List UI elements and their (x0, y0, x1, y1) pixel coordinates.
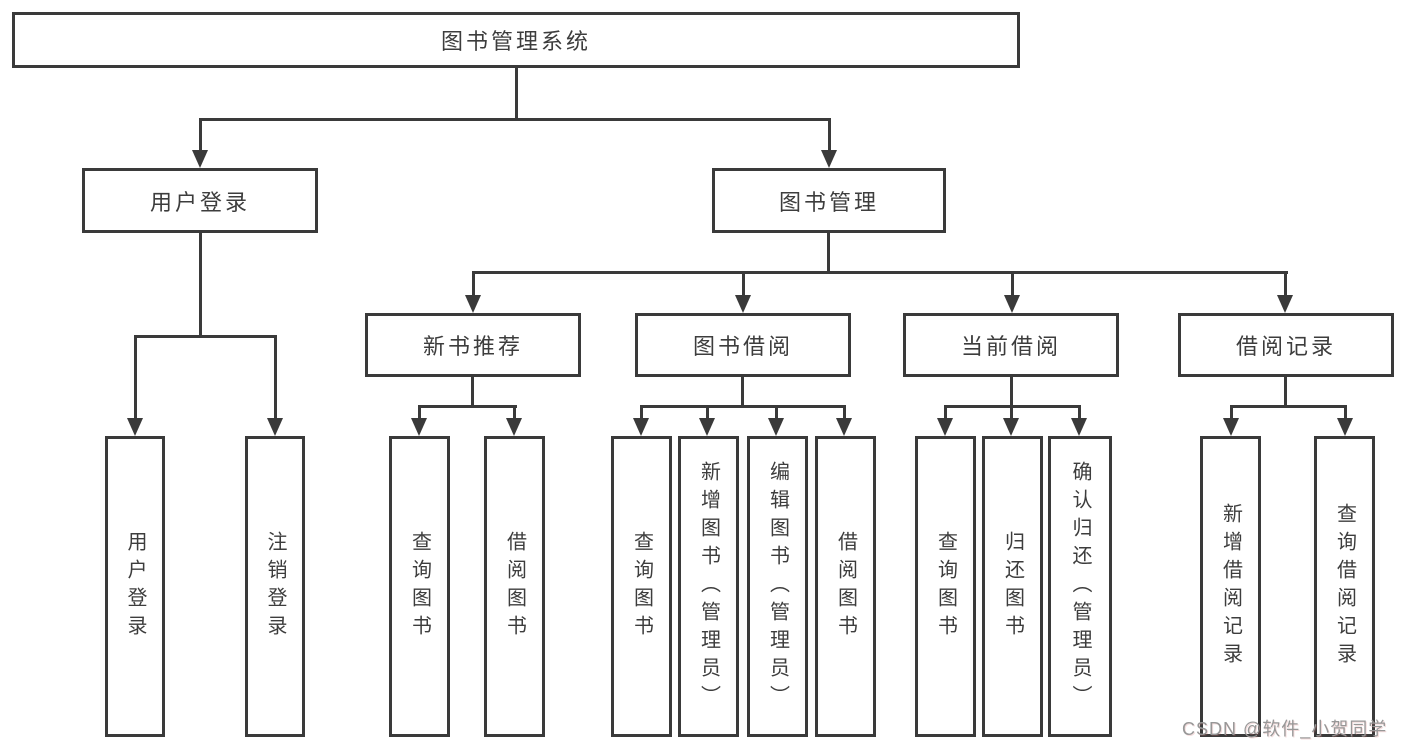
node-label: 查询借阅记录 (1333, 502, 1356, 671)
arrow-down-icon (633, 418, 649, 436)
node-label: 查询图书 (630, 530, 653, 643)
connector-segment (640, 405, 846, 408)
connector-segment (1011, 271, 1014, 297)
arrow-down-icon (465, 295, 481, 313)
connector-segment (134, 335, 277, 338)
node-label: 查询图书 (408, 530, 431, 643)
connector-segment (828, 118, 831, 152)
connector-segment (1344, 405, 1347, 420)
arrow-down-icon (836, 418, 852, 436)
leaf-user-login: 用户登录 (105, 436, 165, 737)
leaf-add-borrow-record: 新增借阅记录 (1200, 436, 1261, 737)
connector-segment (1230, 405, 1233, 420)
arrow-down-icon (127, 418, 143, 436)
connector-segment (199, 118, 831, 121)
node-new-book-recommend: 新书推荐 (365, 313, 581, 377)
node-label: 用户登录 (149, 189, 250, 215)
node-book-borrowing: 图书借阅 (635, 313, 851, 377)
node-label: 借阅图书 (503, 530, 526, 643)
arrow-down-icon (506, 418, 522, 436)
node-label: 编辑图书（管理员） (766, 460, 789, 713)
connector-segment (640, 405, 643, 420)
node-label: 查询图书 (934, 530, 957, 643)
arrow-down-icon (1071, 418, 1087, 436)
connector-segment (775, 405, 778, 420)
leaf-edit-books-admin: 编辑图书（管理员） (747, 436, 808, 737)
connector-segment (199, 231, 202, 338)
arrow-down-icon (1277, 295, 1293, 313)
node-current-borrowing: 当前借阅 (903, 313, 1119, 377)
arrow-down-icon (768, 418, 784, 436)
node-label: 新增图书（管理员） (697, 460, 720, 713)
leaf-borrow-books: 借阅图书 (815, 436, 876, 737)
arrow-down-icon (699, 418, 715, 436)
connector-segment (706, 405, 709, 420)
connector-segment (472, 271, 1288, 274)
connector-segment (418, 405, 421, 420)
leaf-logout: 注销登录 (245, 436, 305, 737)
node-label: 归还图书 (1001, 530, 1024, 643)
connector-segment (199, 118, 202, 152)
connector-segment (471, 375, 474, 408)
node-label: 图书管理系统 (440, 29, 591, 54)
arrow-down-icon (1003, 418, 1019, 436)
node-label: 用户登录 (124, 530, 146, 643)
node-borrowing-records: 借阅记录 (1178, 313, 1394, 377)
leaf-return-books: 归还图书 (982, 436, 1043, 737)
leaf-add-books-admin: 新增图书（管理员） (678, 436, 739, 737)
connector-segment (827, 231, 830, 273)
connector-segment (944, 405, 947, 420)
node-label: 新增借阅记录 (1219, 502, 1242, 671)
arrow-down-icon (821, 150, 837, 168)
connector-segment (134, 335, 137, 420)
connector-segment (472, 271, 475, 297)
connector-segment (1010, 405, 1013, 420)
arrow-down-icon (735, 295, 751, 313)
arrow-down-icon (267, 418, 283, 436)
leaf-query-borrow-record: 查询借阅记录 (1314, 436, 1375, 737)
connector-segment (742, 271, 745, 297)
arrow-down-icon (1223, 418, 1239, 436)
connector-segment (1078, 405, 1081, 420)
connector-segment (1284, 271, 1287, 297)
connector-segment (1230, 405, 1347, 408)
node-label: 注销登录 (264, 530, 286, 643)
node-label: 借阅记录 (1235, 334, 1336, 359)
arrow-down-icon (192, 150, 208, 168)
arrow-down-icon (1337, 418, 1353, 436)
leaf-confirm-return-admin: 确认归还（管理员） (1048, 436, 1112, 737)
node-label: 确认归还（管理员） (1069, 460, 1091, 713)
leaf-borrow-books-recommend: 借阅图书 (484, 436, 545, 737)
leaf-query-books-borrowing: 查询图书 (611, 436, 672, 737)
node-label: 借阅图书 (834, 530, 857, 643)
node-root-library-system: 图书管理系统 (12, 12, 1020, 68)
arrow-down-icon (937, 418, 953, 436)
connector-segment (513, 405, 516, 420)
node-user-login: 用户登录 (82, 168, 318, 233)
connector-segment (515, 67, 518, 118)
node-label: 新书推荐 (422, 334, 523, 359)
connector-segment (843, 405, 846, 420)
node-label: 图书管理 (778, 189, 879, 215)
leaf-query-books-current: 查询图书 (915, 436, 976, 737)
leaf-query-books-recommend: 查询图书 (389, 436, 450, 737)
connector-segment (274, 335, 277, 420)
connector-segment (1010, 375, 1013, 408)
connector-segment (1284, 375, 1287, 408)
connector-segment (418, 405, 517, 408)
node-label: 图书借阅 (692, 334, 793, 359)
node-label: 当前借阅 (960, 334, 1061, 359)
arrow-down-icon (411, 418, 427, 436)
arrow-down-icon (1004, 295, 1020, 313)
connector-segment (741, 375, 744, 408)
csdn-watermark: CSDN @软件_小贺同学 (1182, 719, 1388, 739)
node-book-management: 图书管理 (712, 168, 946, 233)
